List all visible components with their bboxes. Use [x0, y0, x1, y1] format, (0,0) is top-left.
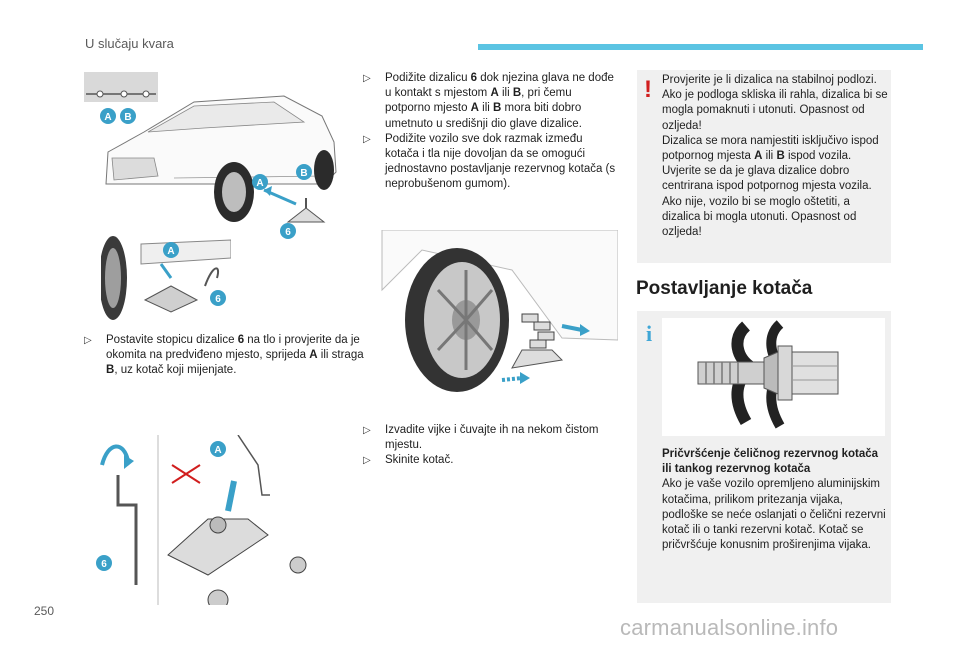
wheel-bolt-figure — [697, 320, 839, 429]
wheel-bolt-image — [662, 318, 885, 436]
step-raise-jack: ▷ Podižite dizalicu 6 dok njezina glava … — [363, 72, 614, 130]
step-remove-wheel: ▷ Skinite kotač. — [363, 453, 619, 468]
svg-text:A: A — [256, 178, 263, 189]
car-jack-points-figure: A B A B 6 — [84, 72, 337, 239]
svg-text:6: 6 — [101, 559, 107, 570]
label-b-badge-2: B — [296, 164, 312, 180]
info-text: Pričvršćenje čeličnog rezervnog kotača i… — [662, 447, 886, 553]
label-b-badge-1: B — [120, 108, 136, 124]
label-6-badge-3: 6 — [96, 555, 112, 571]
info-icon: i — [646, 321, 653, 346]
wheel-removal-figure — [381, 230, 618, 392]
svg-text:A: A — [214, 445, 221, 456]
svg-text:6: 6 — [215, 294, 221, 305]
warning-text: Provjerite je li dizalica na stabilnoj p… — [662, 74, 888, 239]
label-a-badge-1: A — [100, 108, 116, 124]
label-6-badge-1: 6 — [280, 223, 296, 239]
svg-text:B: B — [124, 112, 131, 123]
info-body: Ako je vaše vozilo opremljeno aluminijsk… — [662, 478, 886, 552]
label-6-badge-2: 6 — [210, 290, 226, 306]
svg-text:B: B — [300, 168, 307, 179]
large-jack-figure: A 6 — [96, 435, 307, 605]
section-title: Postavljanje kotača — [636, 278, 813, 299]
page-header-title: U slučaju kvara — [85, 36, 174, 51]
wheel-removal-steps: ▷ Izvadite vijke i čuvajte ih na nekom č… — [363, 423, 619, 469]
bullet-marker-icon: ▷ — [84, 335, 92, 346]
step-remove-bolts: ▷ Izvadite vijke i čuvajte ih na nekom č… — [363, 424, 599, 452]
bullet-marker-icon: ▷ — [363, 425, 371, 436]
jack-raise-steps: ▷ Podižite dizalicu 6 dok njezina glava … — [363, 71, 619, 193]
warning-box — [637, 70, 891, 263]
bullet-marker-icon: ▷ — [363, 133, 371, 145]
svg-text:A: A — [167, 246, 174, 257]
exclamation-icon: ! — [644, 76, 652, 103]
info-title: Pričvršćenje čeličnog rezervnog kotača i… — [662, 448, 879, 476]
label-a-badge-3: A — [163, 242, 179, 258]
bullet-marker-icon: ▷ — [363, 455, 371, 467]
watermark: carmanualsonline.info — [620, 615, 839, 640]
label-a-badge-4: A — [210, 441, 226, 457]
header-accent-bar — [478, 44, 923, 50]
svg-text:A: A — [104, 112, 111, 123]
label-a-badge-2: A — [252, 174, 268, 190]
page-number: 250 — [34, 604, 55, 618]
step-raise-vehicle: ▷ Podižite vozilo sve dok razmak između … — [363, 132, 616, 191]
jack-detail-figure: A 6 — [101, 234, 231, 322]
svg-text:6: 6 — [285, 227, 291, 238]
bullet-marker-icon: ▷ — [363, 73, 371, 84]
step-place-jack-foot: ▷ Postavite stopicu dizalice 6 na tlo i … — [84, 334, 364, 377]
